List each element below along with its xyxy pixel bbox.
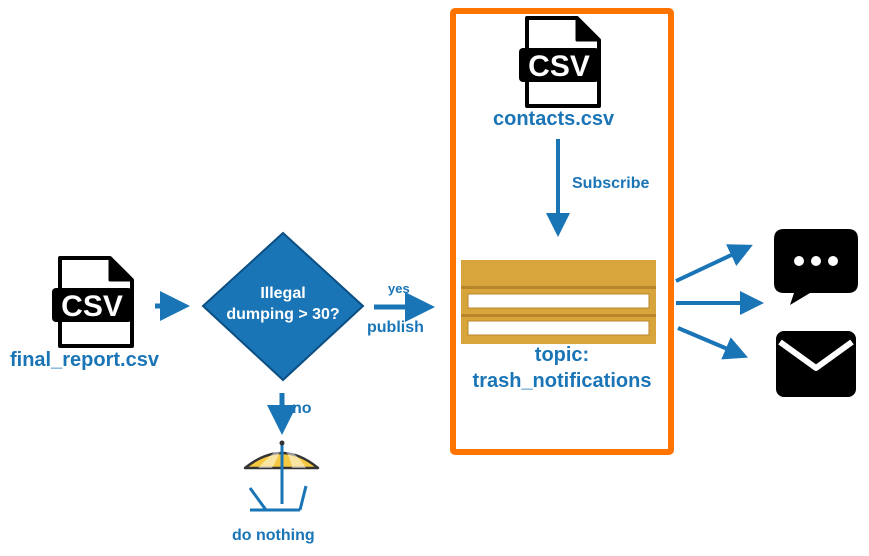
decision-text-line2: dumping > 30? [226, 306, 340, 323]
file-label-contacts: contacts.csv [493, 108, 615, 130]
arrow-to-chat [675, 244, 753, 283]
csv-file-icon: CSV [52, 256, 134, 348]
topic-queue-icon [461, 260, 656, 344]
svg-text:CSV: CSV [528, 50, 590, 83]
file-label-final-report: final_report.csv [10, 349, 159, 371]
decision-diamond [201, 231, 365, 382]
topic-label-line1: topic: [534, 344, 590, 366]
arrow-to-email [677, 326, 749, 360]
decision-text-line1: Illegal [260, 285, 306, 302]
edge-label-publish: publish [367, 319, 424, 336]
beach-umbrella-icon [243, 440, 320, 512]
svg-text:CSV: CSV [61, 290, 123, 323]
envelope-icon [776, 331, 856, 397]
topic-label-line2: trash_notifications [472, 370, 652, 392]
chat-bubble-icon [774, 229, 858, 305]
highlight-frame [450, 8, 674, 455]
edge-label-subscribe: Subscribe [572, 175, 650, 192]
edge-label-no: no [292, 400, 312, 417]
csv-file-icon: CSV [519, 16, 601, 108]
outcome-label-do-nothing: do nothing [232, 527, 315, 544]
edge-label-yes: yes [388, 281, 410, 296]
